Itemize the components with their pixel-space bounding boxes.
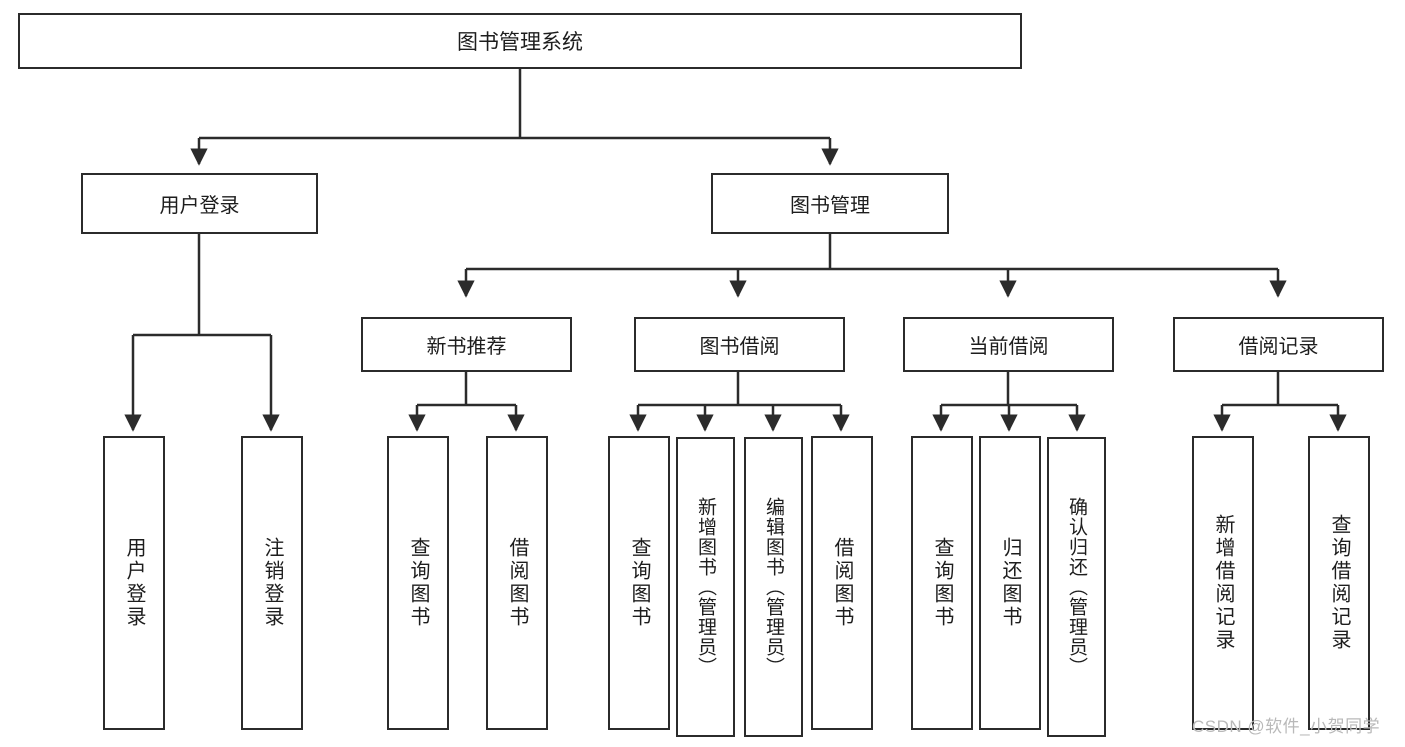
leaf-user-logout[interactable]: 注销登录 <box>241 436 303 730</box>
leaf-query-book-current[interactable]: 查询图书 <box>911 436 973 730</box>
node-book-borrow[interactable]: 图书借阅 <box>634 317 845 372</box>
leaf-add-book-admin[interactable]: 新增图书（管理员） <box>676 437 735 737</box>
node-label: 新增图书（管理员） <box>695 497 716 677</box>
node-borrow-record[interactable]: 借阅记录 <box>1173 317 1384 372</box>
node-root-system[interactable]: 图书管理系统 <box>18 13 1022 69</box>
node-user-login[interactable]: 用户登录 <box>81 173 318 234</box>
node-label: 查询借阅记录 <box>1328 514 1350 652</box>
leaf-query-book-borrow[interactable]: 查询图书 <box>608 436 670 730</box>
leaf-query-borrow-record[interactable]: 查询借阅记录 <box>1308 436 1370 730</box>
node-label: 用户登录 <box>159 195 240 217</box>
node-label: 图书借阅 <box>699 336 780 358</box>
leaf-add-borrow-record[interactable]: 新增借阅记录 <box>1192 436 1254 730</box>
csdn-watermark: CSDN @软件_小贺同学 <box>1192 717 1381 736</box>
node-label: 查询图书 <box>931 537 953 629</box>
leaf-query-book-recommend[interactable]: 查询图书 <box>387 436 449 730</box>
node-label: 确认归还（管理员） <box>1066 497 1087 677</box>
node-label: 当前借阅 <box>968 336 1049 358</box>
node-label: 借阅记录 <box>1238 336 1319 358</box>
node-label: 新增借阅记录 <box>1212 514 1234 652</box>
node-label: 查询图书 <box>407 537 429 629</box>
leaf-confirm-return-admin[interactable]: 确认归还（管理员） <box>1047 437 1106 737</box>
node-label: 借阅图书 <box>831 537 853 629</box>
leaf-return-book[interactable]: 归还图书 <box>979 436 1041 730</box>
node-label: 借阅图书 <box>506 537 528 629</box>
node-new-book-recommend[interactable]: 新书推荐 <box>361 317 572 372</box>
node-label: 归还图书 <box>999 537 1021 629</box>
node-label: 注销登录 <box>261 537 283 629</box>
leaf-edit-book-admin[interactable]: 编辑图书（管理员） <box>744 437 803 737</box>
node-label: 图书管理 <box>790 195 870 217</box>
leaf-borrow-book[interactable]: 借阅图书 <box>811 436 873 730</box>
leaf-borrow-book-recommend[interactable]: 借阅图书 <box>486 436 548 730</box>
node-label: 新书推荐 <box>426 336 507 358</box>
leaf-user-login[interactable]: 用户登录 <box>103 436 165 730</box>
node-current-borrow[interactable]: 当前借阅 <box>903 317 1114 372</box>
node-label: 编辑图书（管理员） <box>763 497 784 677</box>
node-book-management[interactable]: 图书管理 <box>711 173 949 234</box>
node-label: 查询图书 <box>628 537 650 629</box>
node-label: 用户登录 <box>123 537 145 629</box>
node-label: 图书管理系统 <box>457 31 583 54</box>
